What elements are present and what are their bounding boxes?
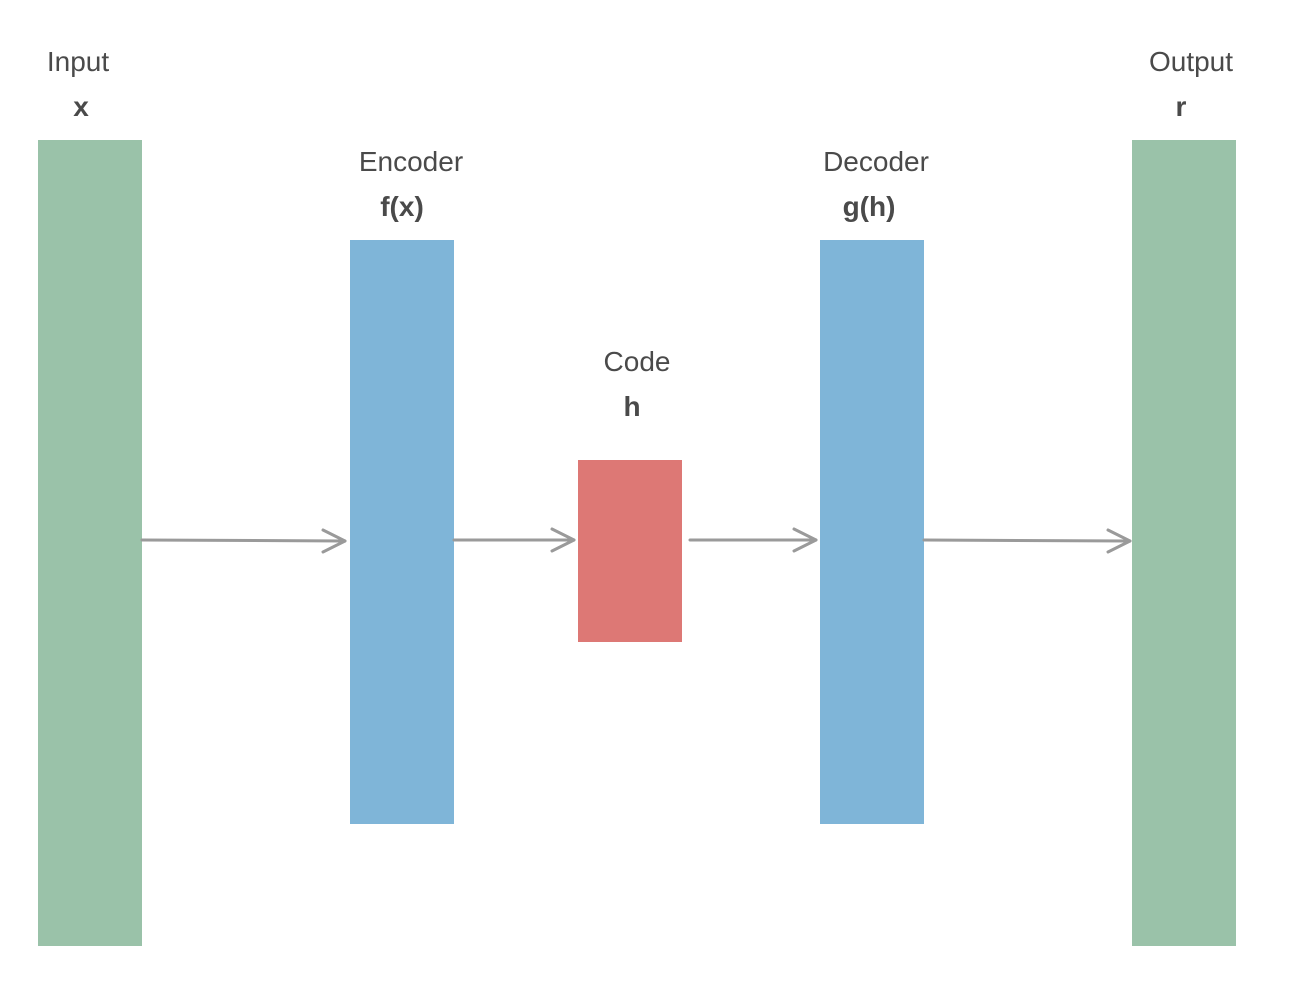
arrow-code-to-decoder: [688, 527, 818, 553]
output-symbol: r: [1175, 91, 1187, 122]
arrow-encoder-to-code: [452, 527, 576, 553]
decoder-title: Decoder: [823, 146, 929, 177]
arrow-decoder-to-output: [922, 528, 1132, 554]
output-title: Output: [1148, 46, 1234, 77]
input-layer-block: [38, 140, 142, 946]
decoder-layer-block: [820, 240, 924, 824]
encoder-layer-block: [350, 240, 454, 824]
decoder-symbol: g(h): [842, 191, 896, 222]
encoder-symbol: f(x): [380, 191, 424, 222]
code-layer-block: [578, 460, 682, 642]
encoder-title: Encoder: [358, 146, 464, 177]
input-title: Input: [46, 46, 110, 77]
arrow-input-to-encoder: [140, 528, 347, 554]
output-layer-block: [1132, 140, 1236, 946]
code-title: Code: [603, 346, 671, 377]
code-symbol: h: [623, 391, 641, 422]
input-symbol: x: [73, 91, 89, 122]
